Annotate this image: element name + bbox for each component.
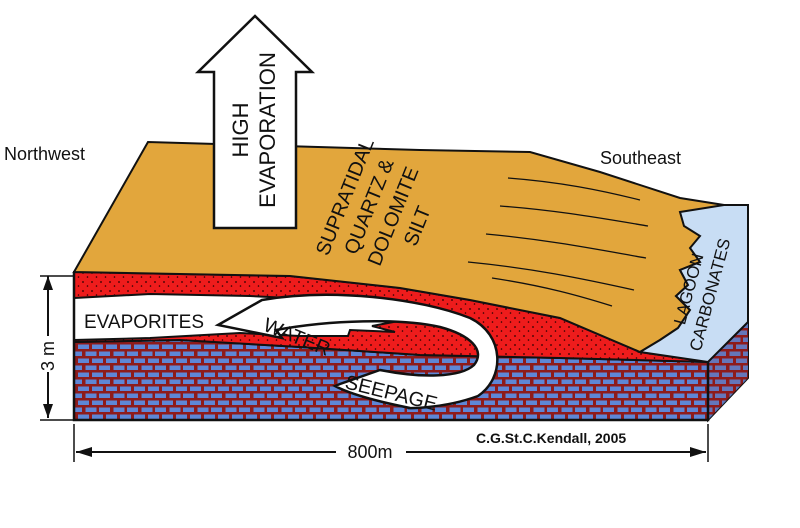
high-evaporation-arrow: HIGH EVAPORATION [194,14,316,230]
height-scale-label: 3 m [38,341,58,371]
arrow-label-line1: HIGH [228,103,253,158]
evaporites-label: EVAPORITES [84,312,204,333]
northwest-label: Northwest [4,144,85,164]
width-scale-label: 800m [347,442,392,462]
block-outline [72,272,710,422]
lagoon-carbonates [637,204,749,364]
height-scale-bar: 3 m [36,275,74,421]
width-scale-bar: 800m [73,424,709,464]
southeast-label: Southeast [600,148,681,168]
arrow-label-line2: EVAPORATION [255,52,280,208]
author-credit: C.G.St.C.Kendall, 2005 [476,430,626,446]
